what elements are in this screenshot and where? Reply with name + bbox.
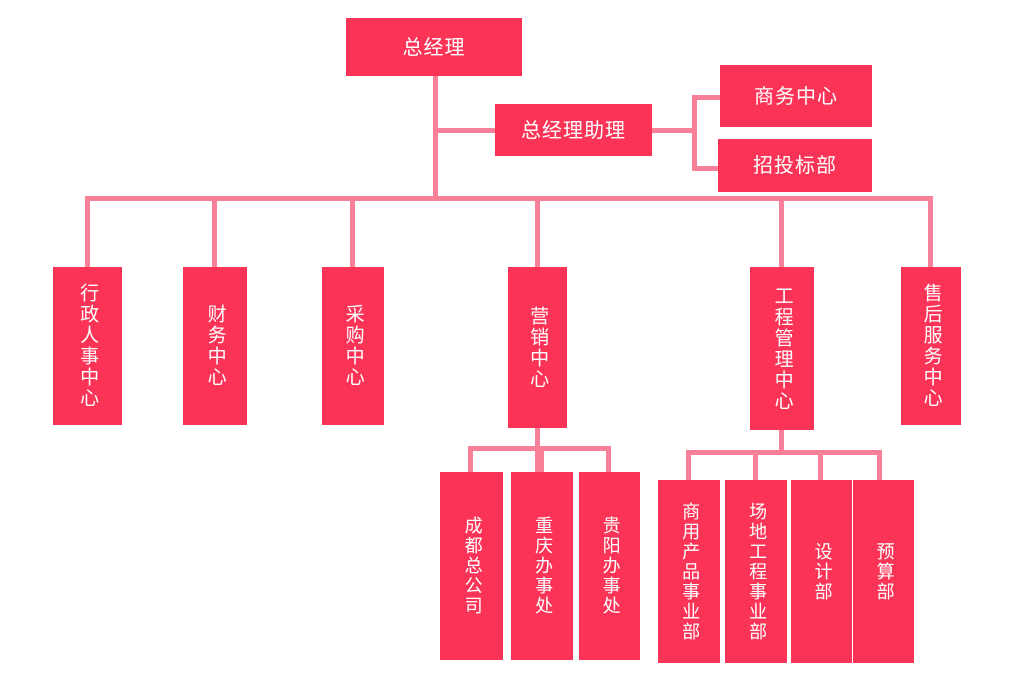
node-bidding-dept[interactable]: 招投标部 [718, 139, 872, 192]
node-finance-center[interactable]: 财务中心 [183, 267, 247, 425]
connector-engineering-bus [686, 450, 882, 455]
connector-drop-guiyang [606, 446, 611, 474]
connector-drop-chongqing [539, 446, 544, 474]
node-admin-hr-center[interactable]: 行政人事中心 [53, 267, 122, 425]
connector-drop-chengdu [468, 446, 473, 474]
connector-assistant-spine [692, 95, 697, 171]
node-marketing-center[interactable]: 营销中心 [508, 267, 567, 428]
node-general-manager[interactable]: 总经理 [346, 18, 522, 76]
node-commercial-product-div[interactable]: 商用产品事业部 [658, 480, 720, 663]
connector-drop-finance [212, 196, 217, 268]
connector-engineering-stem [779, 430, 784, 452]
node-design-dept[interactable]: 设计部 [791, 480, 852, 663]
connector-to-business-center [692, 95, 724, 100]
node-business-center[interactable]: 商务中心 [720, 65, 872, 127]
connector-drop-marketing [535, 196, 540, 268]
connector-drop-budget [877, 450, 882, 480]
node-procurement-center[interactable]: 采购中心 [322, 267, 384, 425]
node-gm-assistant[interactable]: 总经理助理 [495, 104, 652, 156]
connector-main-bus [85, 196, 933, 201]
node-chengdu-hq[interactable]: 成都总公司 [440, 472, 503, 660]
connector-drop-site-engineering [753, 450, 758, 480]
node-budget-dept[interactable]: 预算部 [853, 480, 914, 663]
connector-assistant-lead [651, 128, 696, 133]
connector-drop-procurement [350, 196, 355, 268]
connector-drop-admin-hr [85, 196, 90, 268]
node-after-sales-center[interactable]: 售后服务中心 [901, 267, 961, 425]
connector-drop-engineering [779, 196, 784, 268]
connector-to-bidding-dept [692, 166, 724, 171]
node-chongqing-office[interactable]: 重庆办事处 [511, 472, 573, 660]
node-site-engineering-div[interactable]: 场地工程事业部 [725, 480, 787, 663]
node-guiyang-office[interactable]: 贵阳办事处 [579, 472, 640, 660]
node-engineering-mgmt-center[interactable]: 工程管理中心 [750, 267, 814, 430]
connector-gm-stem [433, 74, 438, 200]
connector-drop-commercial-product [686, 450, 691, 480]
connector-gm-to-assistant [433, 128, 498, 133]
connector-drop-after-sales [928, 196, 933, 268]
connector-drop-design [818, 450, 823, 480]
